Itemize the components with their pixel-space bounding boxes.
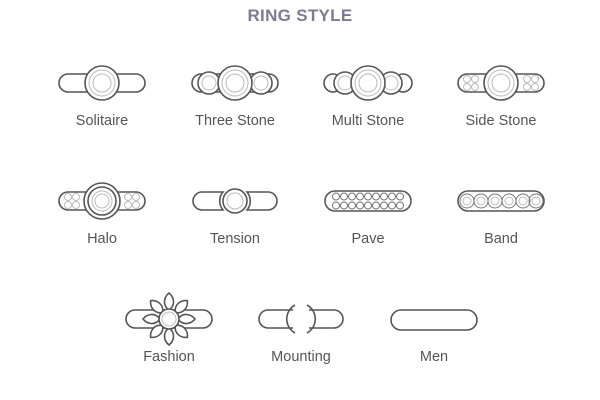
style-option-mounting[interactable]: Mounting — [236, 294, 366, 400]
solitaire-icon — [58, 65, 146, 101]
tension-icon — [192, 188, 278, 214]
fashion-icon — [125, 291, 213, 347]
style-label: Pave — [351, 231, 385, 247]
style-label: Band — [484, 231, 518, 247]
men-icon — [390, 309, 478, 331]
section-title: RING STYLE — [247, 6, 353, 25]
style-label: Men — [419, 349, 449, 365]
style-option-side-stone[interactable]: Side Stone — [436, 58, 566, 168]
style-option-halo[interactable]: Halo — [37, 176, 167, 286]
style-label: Solitaire — [75, 113, 129, 129]
style-option-band[interactable]: Band — [436, 176, 566, 286]
style-option-multi-stone[interactable]: Multi Stone — [303, 58, 433, 168]
side-stone-icon — [457, 65, 545, 101]
band-icon — [457, 190, 545, 212]
style-option-pave[interactable]: Pave — [303, 176, 433, 286]
pave-icon — [324, 190, 412, 212]
style-label: Multi Stone — [331, 113, 405, 129]
three-stone-icon — [191, 65, 279, 101]
style-option-tension[interactable]: Tension — [170, 176, 300, 286]
style-label: Mounting — [271, 349, 331, 365]
style-label: Tension — [210, 231, 260, 247]
style-option-solitaire[interactable]: Solitaire — [37, 58, 167, 168]
style-label: Side Stone — [465, 113, 537, 129]
multi-stone-icon — [323, 65, 413, 101]
mounting-icon — [258, 304, 344, 334]
style-label: Halo — [87, 231, 117, 247]
style-option-men[interactable]: Men — [369, 294, 499, 400]
style-option-three-stone[interactable]: Three Stone — [170, 58, 300, 168]
style-option-fashion[interactable]: Fashion — [104, 291, 234, 400]
style-label: Three Stone — [195, 113, 275, 129]
halo-icon — [58, 182, 146, 220]
style-label: Fashion — [143, 349, 195, 365]
